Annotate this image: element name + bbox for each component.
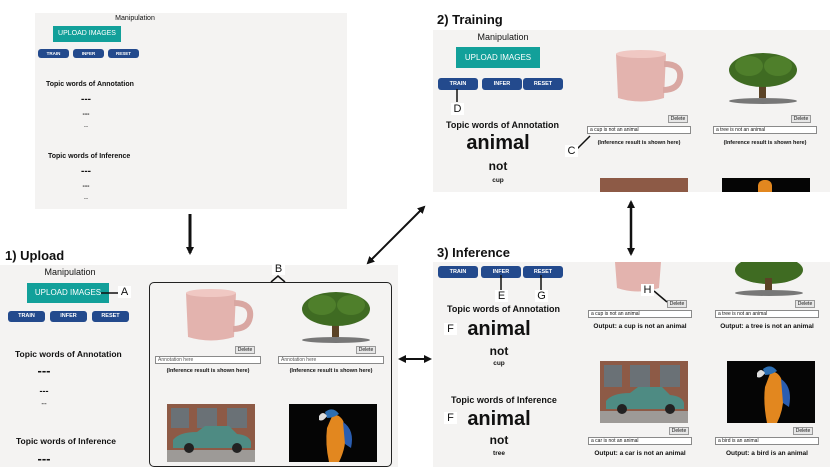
parrot-image — [289, 404, 377, 462]
inference-result-text: (Inference result is shown here) — [166, 368, 250, 374]
delete-button[interactable]: Delete — [235, 346, 255, 354]
callout-e: E — [495, 290, 508, 302]
infer-button[interactable]: INFER — [481, 266, 521, 278]
delete-button[interactable]: Delete — [669, 427, 689, 435]
arrow-upload-training — [366, 205, 426, 265]
inference-annotation-word-2: not — [489, 344, 509, 358]
manipulation-title: Manipulation — [44, 267, 96, 277]
infer-button[interactable]: INFER — [73, 49, 104, 58]
delete-button[interactable]: Delete — [668, 115, 688, 123]
annotation-input[interactable]: Annotation here — [278, 356, 384, 364]
reset-button[interactable]: RESET — [523, 78, 563, 90]
annotation-input[interactable]: a cup is not an animal — [588, 310, 692, 318]
train-button[interactable]: TRAIN — [38, 49, 69, 58]
mug-image — [616, 50, 684, 102]
train-button[interactable]: TRAIN — [438, 78, 478, 90]
inference-annotation-word-3: cup — [493, 360, 505, 367]
inference-annotation-word-1: animal — [467, 318, 531, 340]
topic-annotation-heading: Topic words of Annotation — [15, 349, 122, 359]
annotation-input[interactable]: a cup is not an animal — [587, 126, 691, 134]
manipulation-title: Manipulation — [115, 15, 155, 22]
annotation-input[interactable]: a tree is not an animal — [713, 126, 817, 134]
delete-button[interactable]: Delete — [356, 346, 376, 354]
annotation-input[interactable]: Annotation here — [155, 356, 261, 364]
parrot-image-partial — [722, 178, 810, 192]
annotation-word-2: --- — [82, 111, 90, 118]
training-word-1: animal — [466, 132, 530, 154]
infer-button[interactable]: INFER — [482, 78, 522, 90]
callout-g: G — [535, 290, 548, 302]
delete-button[interactable]: Delete — [793, 427, 813, 435]
callout-f: F — [444, 323, 457, 335]
tree-image-partial — [735, 262, 803, 296]
car-image — [167, 404, 255, 462]
tree-image — [729, 53, 797, 104]
step-upload-heading: 1) Upload — [5, 248, 65, 263]
train-button[interactable]: TRAIN — [438, 266, 478, 278]
upload-images-button[interactable]: UPLOAD IMAGES — [27, 283, 109, 303]
delete-button[interactable]: Delete — [795, 300, 815, 308]
callout-d: D — [451, 103, 464, 115]
car-image — [600, 361, 688, 423]
inference-word-2: --- — [82, 183, 90, 190]
inference-word-1: --- — [37, 451, 51, 466]
initial-panel: Manipulation UPLOAD IMAGES TRAIN INFER R… — [35, 13, 347, 209]
reset-button[interactable]: RESET — [108, 49, 139, 58]
inference-result-text: (Inference result is shown here) — [597, 140, 681, 146]
annotation-word-1: --- — [37, 363, 51, 378]
upload-images-button[interactable]: UPLOAD IMAGES — [53, 26, 121, 42]
inference-result-text: (Inference result is shown here) — [723, 140, 807, 146]
step-training-heading: 2) Training — [437, 12, 503, 27]
topic-annotation-heading: Topic words of Annotation — [447, 304, 560, 314]
annotation-word-1: --- — [81, 94, 91, 105]
inference-word-1: animal — [467, 408, 531, 430]
training-word-3: cup — [492, 177, 504, 184]
topic-annotation-heading: Topic words of Annotation — [46, 81, 134, 88]
delete-button[interactable]: Delete — [667, 300, 687, 308]
inference-word-3: --- — [84, 195, 88, 200]
annotation-word-3: --- — [84, 123, 88, 128]
train-button[interactable]: TRAIN — [8, 311, 45, 322]
inference-result-text: (Inference result is shown here) — [289, 368, 373, 374]
reset-button[interactable]: RESET — [92, 311, 129, 322]
inference-word-2: not — [489, 433, 509, 447]
annotation-word-2: --- — [39, 386, 49, 396]
mug-image — [186, 289, 254, 341]
callout-a: A — [118, 286, 131, 298]
inference-word-3: tree — [493, 450, 505, 457]
step-inference-heading: 3) Inference — [437, 245, 510, 260]
parrot-image — [727, 361, 815, 423]
tree-image — [302, 292, 370, 343]
annotation-input[interactable]: a car is not an animal — [588, 437, 692, 445]
output-text: Output: a tree is not an animal — [720, 323, 814, 330]
topic-inference-heading: Topic words of Inference — [451, 395, 557, 405]
training-panel: Manipulation UPLOAD IMAGES TRAIN INFER R… — [433, 30, 830, 192]
inference-word-1: --- — [81, 166, 91, 177]
output-text: Output: a cup is not an animal — [593, 323, 687, 330]
training-word-2: not — [488, 159, 508, 173]
callout-c: C — [565, 145, 578, 157]
annotation-word-3: --- — [41, 401, 47, 407]
topic-annotation-heading: Topic words of Annotation — [446, 120, 559, 130]
topic-inference-heading: Topic words of Inference — [16, 436, 116, 446]
output-text: Output: a bird is an animal — [726, 450, 808, 457]
callout-h: H — [641, 284, 654, 296]
annotation-input[interactable]: a bird is an animal — [715, 437, 819, 445]
delete-button[interactable]: Delete — [791, 115, 811, 123]
manipulation-title: Manipulation — [477, 32, 529, 42]
callout-b: B — [272, 263, 285, 275]
topic-inference-heading: Topic words of Inference — [48, 153, 131, 160]
upload-images-button[interactable]: UPLOAD IMAGES — [456, 47, 540, 68]
reset-button[interactable]: RESET — [523, 266, 563, 278]
infer-button[interactable]: INFER — [50, 311, 87, 322]
output-text: Output: a car is not an animal — [594, 450, 686, 457]
annotation-input[interactable]: a tree is not an animal — [715, 310, 819, 318]
callout-f: F — [444, 412, 457, 424]
upload-panel: Manipulation UPLOAD IMAGES TRAIN INFER R… — [0, 265, 398, 467]
car-image-partial — [600, 178, 688, 192]
